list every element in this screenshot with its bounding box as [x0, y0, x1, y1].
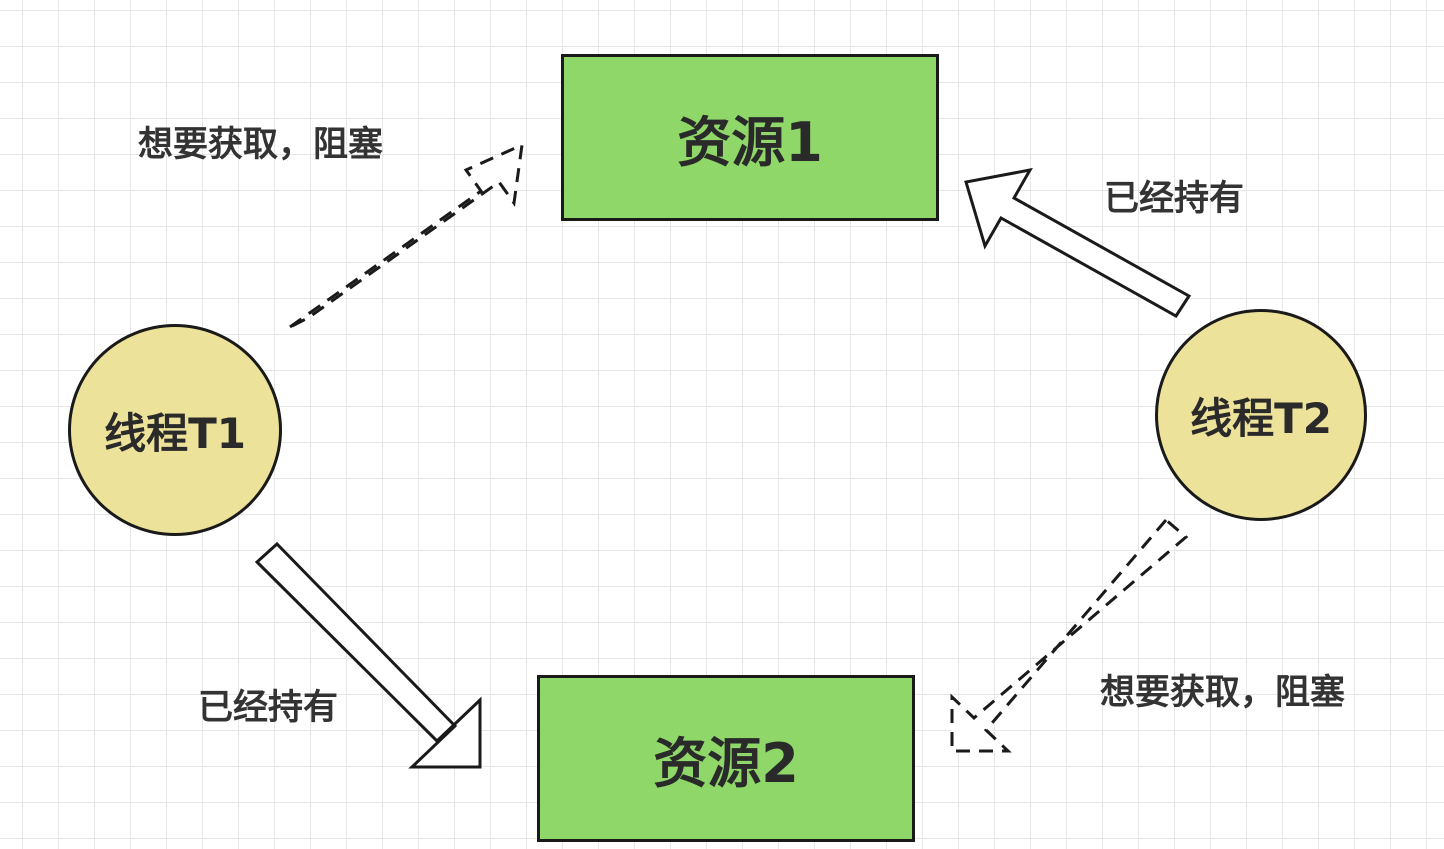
- thread2-circle: 线程T2: [1155, 309, 1367, 521]
- resource1-label: 资源1: [677, 111, 823, 174]
- resource2-label: 资源2: [653, 732, 799, 795]
- resource1-box: 资源1: [561, 54, 939, 221]
- edge-label-t2-wants-resource2: 想要获取，阻塞: [1100, 673, 1346, 713]
- arrow-t2-holds-resource1: [964, 167, 1192, 318]
- thread1-label: 线程T1: [104, 408, 246, 458]
- edge-label-t1-holds-resource2: 已经持有: [198, 688, 339, 728]
- edge-label-t1-wants-resource1: 想要获取，阻塞: [138, 125, 384, 165]
- arrow-t2-wants-resource2: [950, 517, 1189, 753]
- arrow-t1-holds-resource2: [254, 541, 482, 769]
- thread2-label: 线程T2: [1190, 393, 1332, 443]
- edge-label-t2-holds-resource1: 已经持有: [1104, 179, 1245, 219]
- resource2-box: 资源2: [537, 675, 915, 842]
- arrow-t1-wants-resource1: [289, 142, 524, 329]
- thread1-circle: 线程T1: [68, 324, 282, 536]
